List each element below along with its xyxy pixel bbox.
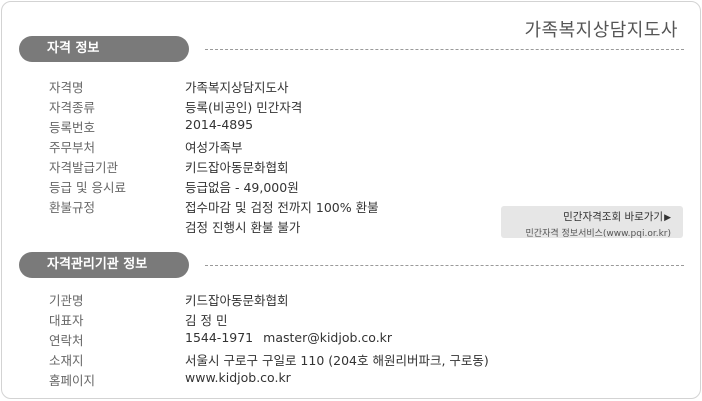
link-main-label: 민간자격조회 바로가기 — [563, 211, 664, 223]
private-cert-lookup-link[interactable]: 민간자격조회 바로가기▶ 민간자격 정보서비스(www.pqi.or.kr) — [501, 206, 683, 239]
section-header-org-info: 자격관리기관 정보 — [19, 252, 189, 278]
value-cert-name: 가족복지상담지도사 — [185, 80, 289, 95]
label-registration-number: 등록번호 — [49, 120, 96, 135]
value-address: 서울시 구로구 구일로 110 (204호 해원리버파크, 구로동) — [185, 353, 489, 368]
label-address: 소재지 — [49, 353, 84, 368]
label-issuer: 자격발급기관 — [49, 160, 119, 175]
label-ministry: 주무부처 — [49, 140, 96, 155]
value-homepage-link[interactable]: www.kidjob.co.kr — [185, 370, 291, 385]
contact-phone: 1544-1971 — [185, 330, 254, 345]
value-contact: 1544-1971 master@kidjob.co.kr — [185, 330, 392, 345]
value-org-name: 키드잡아동문화협회 — [185, 293, 289, 308]
play-arrow-icon: ▶ — [664, 213, 671, 223]
certificate-title: 가족복지상담지도사 — [524, 20, 678, 41]
label-homepage: 홈페이지 — [49, 373, 96, 388]
value-registration-number: 2014-4895 — [185, 117, 254, 132]
label-contact: 연락처 — [49, 333, 84, 348]
label-grade-fee: 등급 및 응시료 — [49, 180, 126, 195]
label-representative: 대표자 — [49, 313, 84, 328]
link-main-text: 민간자격조회 바로가기▶ — [501, 209, 671, 224]
contact-email[interactable]: master@kidjob.co.kr — [263, 330, 393, 345]
section-header-cert-info: 자격 정보 — [19, 36, 189, 62]
value-cert-type: 등록(비공인) 민간자격 — [185, 100, 303, 115]
value-refund-policy-line2: 검정 진행시 환불 불가 — [185, 220, 301, 235]
value-ministry: 여성가족부 — [185, 140, 243, 155]
label-cert-name: 자격명 — [49, 80, 84, 95]
section-divider — [205, 49, 684, 50]
label-refund-policy: 환불규정 — [49, 200, 96, 215]
section-divider — [205, 265, 684, 266]
value-issuer: 키드잡아동문화협회 — [185, 160, 289, 175]
label-org-name: 기관명 — [49, 293, 84, 308]
value-grade-fee: 등급없음 - 49,000원 — [185, 180, 299, 195]
link-sub-text: 민간자격 정보서비스(www.pqi.or.kr) — [525, 229, 671, 239]
value-refund-policy: 접수마감 및 검정 전까지 100% 환불 — [185, 200, 379, 215]
label-cert-type: 자격종류 — [49, 100, 96, 115]
value-representative: 김 정 민 — [185, 313, 228, 328]
